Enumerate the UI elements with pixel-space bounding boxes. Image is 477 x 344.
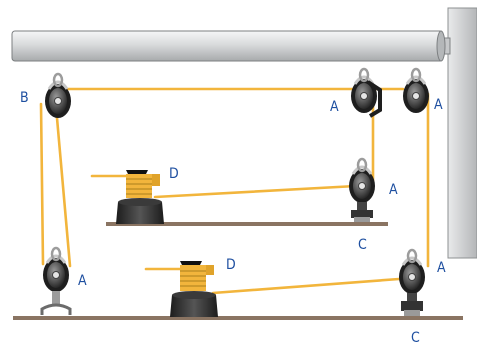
label-block-mid-right: A [389, 182, 398, 198]
deck-lower [13, 316, 463, 320]
block-mid-right [347, 157, 377, 222]
label-cam-mid: C [358, 237, 367, 253]
label-block-top-left: B [20, 90, 29, 106]
block-top-right [401, 67, 431, 115]
deck-upper [106, 222, 388, 226]
block-bottom-left [40, 246, 72, 315]
block-top-mid [349, 67, 382, 118]
mainsheet-rope [39, 87, 430, 295]
label-block-bottom-left: A [78, 273, 87, 289]
label-block-bottom-right: A [437, 260, 446, 276]
winch-upper [116, 170, 164, 224]
label-winch-upper: D [169, 166, 179, 182]
mast [447, 7, 477, 259]
label-winch-lower: D [226, 257, 236, 273]
block-bottom-right [397, 248, 427, 316]
label-block-top-mid: A [330, 99, 339, 115]
winch-lower [170, 261, 218, 317]
boom [11, 30, 446, 62]
label-block-top-right: A [434, 97, 443, 113]
label-cam-bottom: C [411, 330, 420, 344]
block-top-left [43, 72, 73, 120]
